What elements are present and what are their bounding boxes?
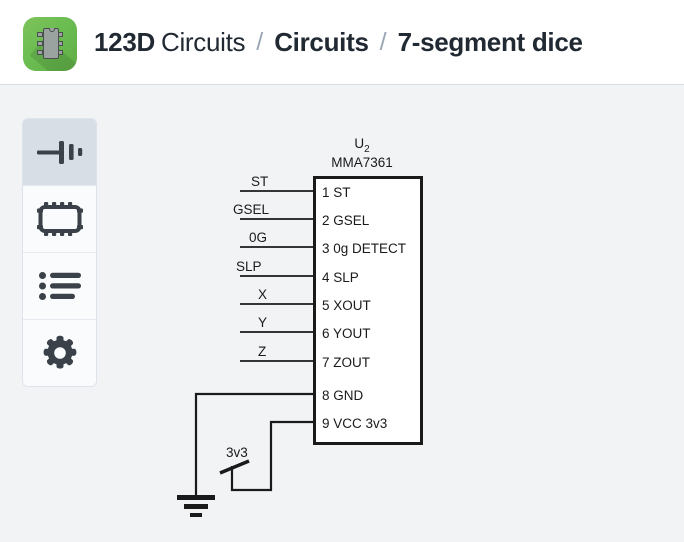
chip-notch <box>49 28 55 32</box>
breadcrumb-separator: / <box>379 28 387 56</box>
pin-label-7: 7 ZOUT <box>322 355 370 370</box>
net-label-gsel: GSEL <box>233 202 270 217</box>
dip-chip-icon <box>43 28 59 59</box>
app-header: 123D Circuits / Circuits / 7-segment dic… <box>0 0 684 85</box>
net-label-y: Y <box>258 315 267 330</box>
pin-label-9: 9 VCC 3v3 <box>322 416 387 431</box>
component-body[interactable] <box>313 176 423 445</box>
net-label-st: ST <box>251 174 268 189</box>
pin-label-1: 1 ST <box>322 185 351 200</box>
breadcrumb: 123D Circuits / Circuits / 7-segment dic… <box>94 0 583 85</box>
pin-label-3: 3 0g DETECT <box>322 241 406 256</box>
bulleted-list-icon <box>38 272 81 300</box>
sidebar-item-component-symbol-tool[interactable] <box>23 119 96 186</box>
breadcrumb-separator: / <box>256 28 264 56</box>
sidebar-item-settings-tool[interactable] <box>23 320 96 386</box>
pin-label-4: 4 SLP <box>322 270 359 285</box>
capacitor-icon <box>36 139 83 165</box>
logo-chip-pin <box>37 41 43 46</box>
net-label-z: Z <box>258 344 266 359</box>
breadcrumb-item-project[interactable]: 7-segment dice <box>397 27 583 57</box>
app-logo[interactable] <box>23 17 77 71</box>
power-label: 3v3 <box>226 445 248 460</box>
gnd-net[interactable] <box>194 392 314 497</box>
schematic-canvas[interactable]: U2 MMA7361 ST GSEL 0G SLP X Y Z <box>0 86 684 542</box>
net-label-0g: 0G <box>249 230 267 245</box>
net-label-slp: SLP <box>236 259 262 274</box>
net-label-x: X <box>258 287 267 302</box>
ic-chip-icon <box>36 202 83 236</box>
gear-icon <box>42 335 78 371</box>
sidebar-item-list-tool[interactable] <box>23 253 96 320</box>
pin-label-2: 2 GSEL <box>322 213 370 228</box>
tool-palette <box>22 118 97 387</box>
logo-chip-pin <box>37 50 43 55</box>
pin-label-8: 8 GND <box>322 388 364 403</box>
power-supply-icon <box>219 459 250 475</box>
breadcrumb-item-123d[interactable]: 123D <box>94 27 155 57</box>
logo-chip-pin <box>37 32 43 37</box>
ground-icon <box>177 495 215 517</box>
breadcrumb-item-circuits[interactable]: Circuits <box>274 27 369 57</box>
component-designator: U2 <box>354 136 370 155</box>
sidebar-item-chip-tool[interactable] <box>23 186 96 253</box>
pin-label-5: 5 XOUT <box>322 298 371 313</box>
vcc-net[interactable] <box>230 420 314 492</box>
pin-wires <box>240 190 314 362</box>
component-part-number: MMA7361 <box>331 155 393 170</box>
pin-label-6: 6 YOUT <box>322 326 371 341</box>
breadcrumb-item-circuits-brand[interactable]: Circuits <box>160 27 246 57</box>
schematic-drawing[interactable]: U2 MMA7361 ST GSEL 0G SLP X Y Z <box>0 86 684 542</box>
